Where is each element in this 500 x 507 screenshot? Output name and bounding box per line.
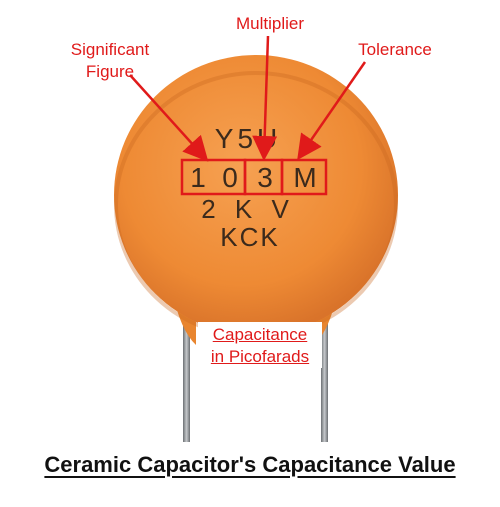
capacitance-note-line2: in Picofarads	[210, 347, 310, 366]
tolerance-label: Tolerance	[358, 40, 432, 59]
significant-figure-label-line2: Figure	[85, 62, 135, 81]
marking-tolerance: M	[293, 162, 316, 193]
multiplier-label: Multiplier	[235, 14, 305, 33]
capacitance-note-line1: Capacitance	[212, 325, 308, 344]
marking-digit3: 3	[257, 162, 273, 193]
capacitance-note: Capacitance in Picofarads	[190, 324, 330, 368]
marking-row3: 2 K V	[201, 194, 295, 224]
marking-digit2: 0	[222, 162, 238, 193]
marking-row4: KCK	[220, 222, 279, 252]
left-lead	[183, 320, 190, 442]
tolerance-arrow	[297, 61, 367, 161]
marking-digit1: 1	[190, 162, 206, 193]
right-lead	[321, 320, 328, 442]
significant-figure-label-line1: Significant	[70, 40, 150, 59]
significant-figure-arrow	[129, 74, 209, 162]
marking-row1: Y5U	[215, 123, 281, 154]
figure-caption: Ceramic Capacitor's Capacitance Value	[44, 452, 456, 477]
multiplier-arrow	[252, 35, 278, 161]
capacitance-note-backing	[198, 322, 322, 368]
significant-figure-label: Significant Figure	[40, 39, 180, 83]
